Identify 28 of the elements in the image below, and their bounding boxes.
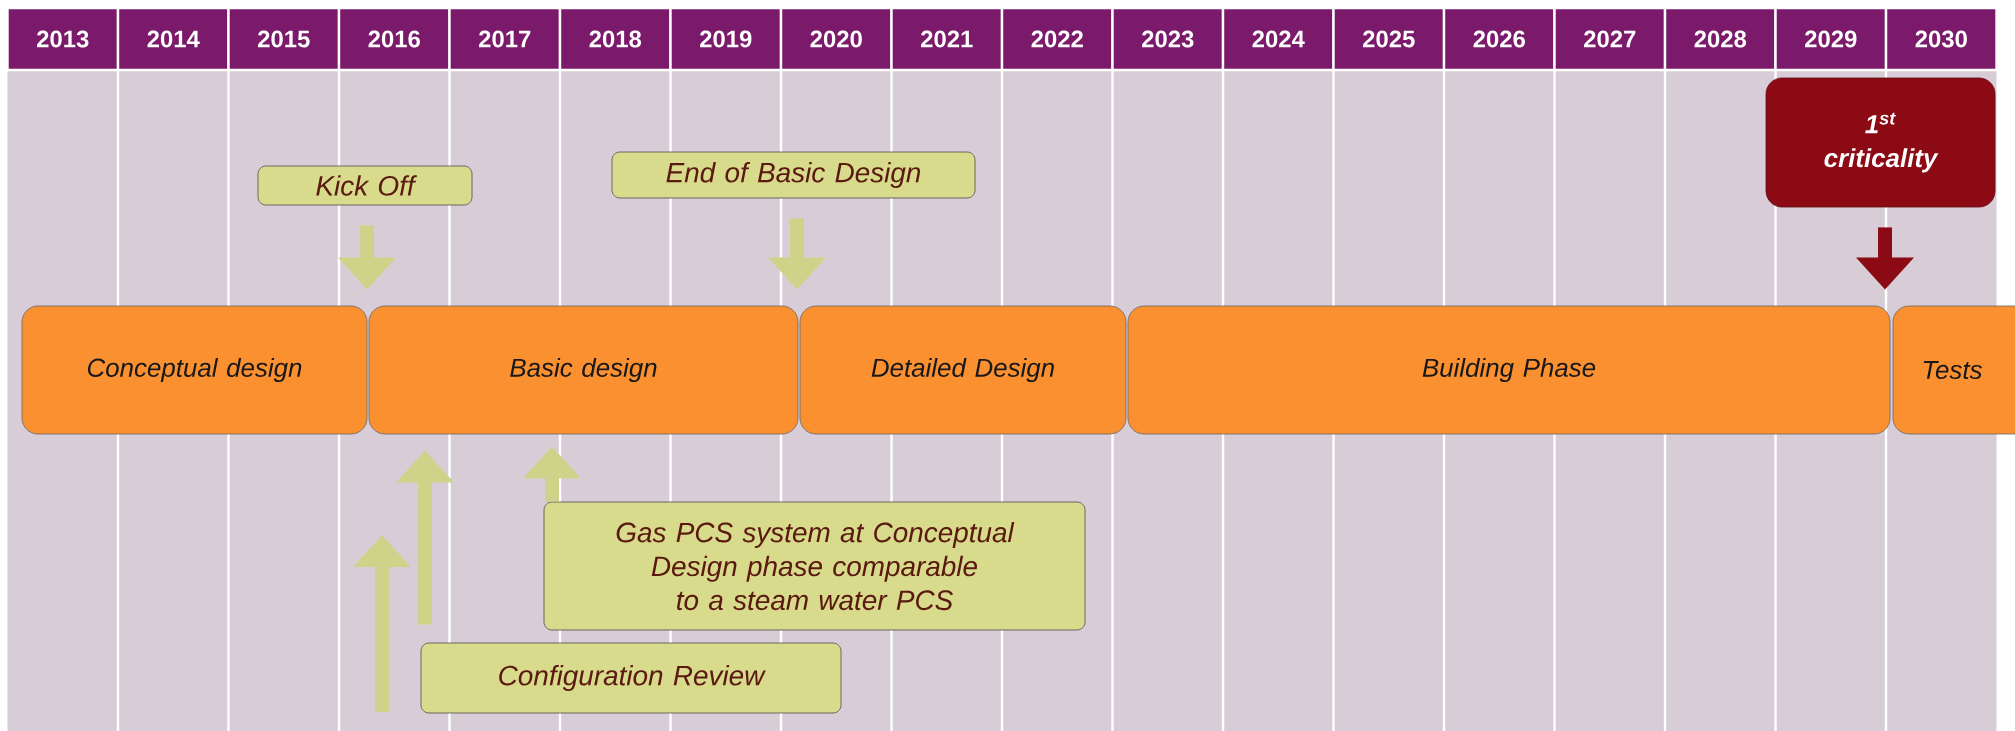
- phase-bar: Detailed Design: [799, 305, 1127, 435]
- phase-bar: Conceptual design: [21, 305, 368, 435]
- phase-bar: Tests: [1892, 305, 2015, 435]
- year-header: 2029: [1774, 6, 1888, 72]
- phase-bar: Basic design: [368, 305, 799, 435]
- year-header: 2015: [227, 6, 341, 72]
- year-header: 2028: [1663, 6, 1777, 72]
- year-header: 2017: [448, 6, 562, 72]
- milestone-callout: End of Basic Design: [611, 151, 976, 199]
- milestone-callout: Gas PCS system at Conceptual Design phase comparable to a steam water PCS: [543, 501, 1086, 631]
- year-header: 2022: [1000, 6, 1114, 72]
- year-header: 2016: [337, 6, 451, 72]
- phase-bar: Building Phase: [1127, 305, 1891, 435]
- milestone-callout: 1$^{st}$ criticality: [1765, 77, 1996, 208]
- year-header: 2019: [669, 6, 783, 72]
- year-header: 2018: [558, 6, 672, 72]
- year-header: 2025: [1332, 6, 1446, 72]
- milestone-callout: Kick Off: [257, 165, 473, 206]
- year-header: 2024: [1221, 6, 1335, 72]
- year-header: 2026: [1442, 6, 1556, 72]
- year-header: 2021: [890, 6, 1004, 72]
- year-header: 2020: [779, 6, 893, 72]
- year-header: 2027: [1553, 6, 1667, 72]
- year-header: 2023: [1111, 6, 1225, 72]
- milestone-callout: Configuration Review: [420, 642, 842, 714]
- year-header: 2013: [6, 6, 120, 72]
- year-header: 2030: [1884, 6, 1998, 72]
- year-header: 2014: [116, 6, 230, 72]
